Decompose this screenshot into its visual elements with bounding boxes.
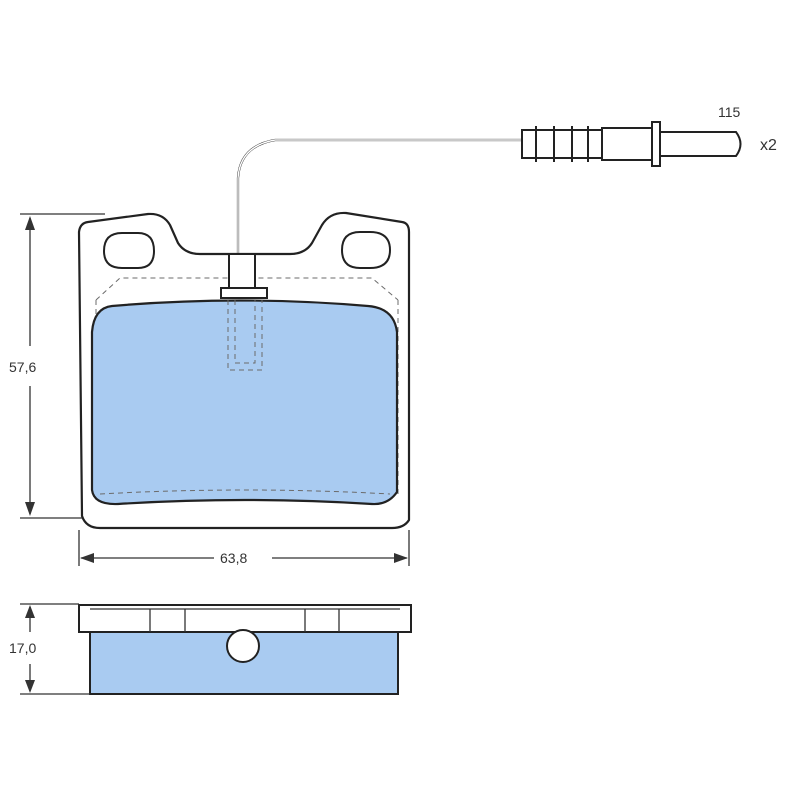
width-dimension: 63,8	[78, 530, 410, 566]
quantity-label: x2	[760, 137, 777, 154]
thickness-dimension: 17,0	[9, 603, 90, 695]
sensor-connector	[521, 121, 742, 167]
friction-hidden-edge	[99, 489, 391, 495]
sensor-hole-side	[226, 629, 260, 663]
friction-material-front	[90, 299, 399, 506]
width-label: 63,8	[220, 550, 247, 566]
mounting-hole-left	[102, 232, 156, 269]
height-dimension: 57,6	[9, 213, 105, 519]
wear-sensor	[236, 121, 742, 262]
thickness-label: 17,0	[9, 640, 36, 656]
backing-plate	[77, 211, 411, 530]
sensor-socket-hidden	[227, 300, 263, 371]
sensor-socket	[228, 253, 256, 290]
mounting-hole-right	[340, 231, 392, 269]
height-label: 57,6	[9, 359, 36, 375]
wire-length-label: 115	[718, 104, 741, 120]
hidden-outline	[95, 277, 399, 494]
sensor-clip	[220, 287, 268, 299]
side-view	[78, 604, 412, 695]
sensor-wire-inner	[237, 139, 522, 262]
